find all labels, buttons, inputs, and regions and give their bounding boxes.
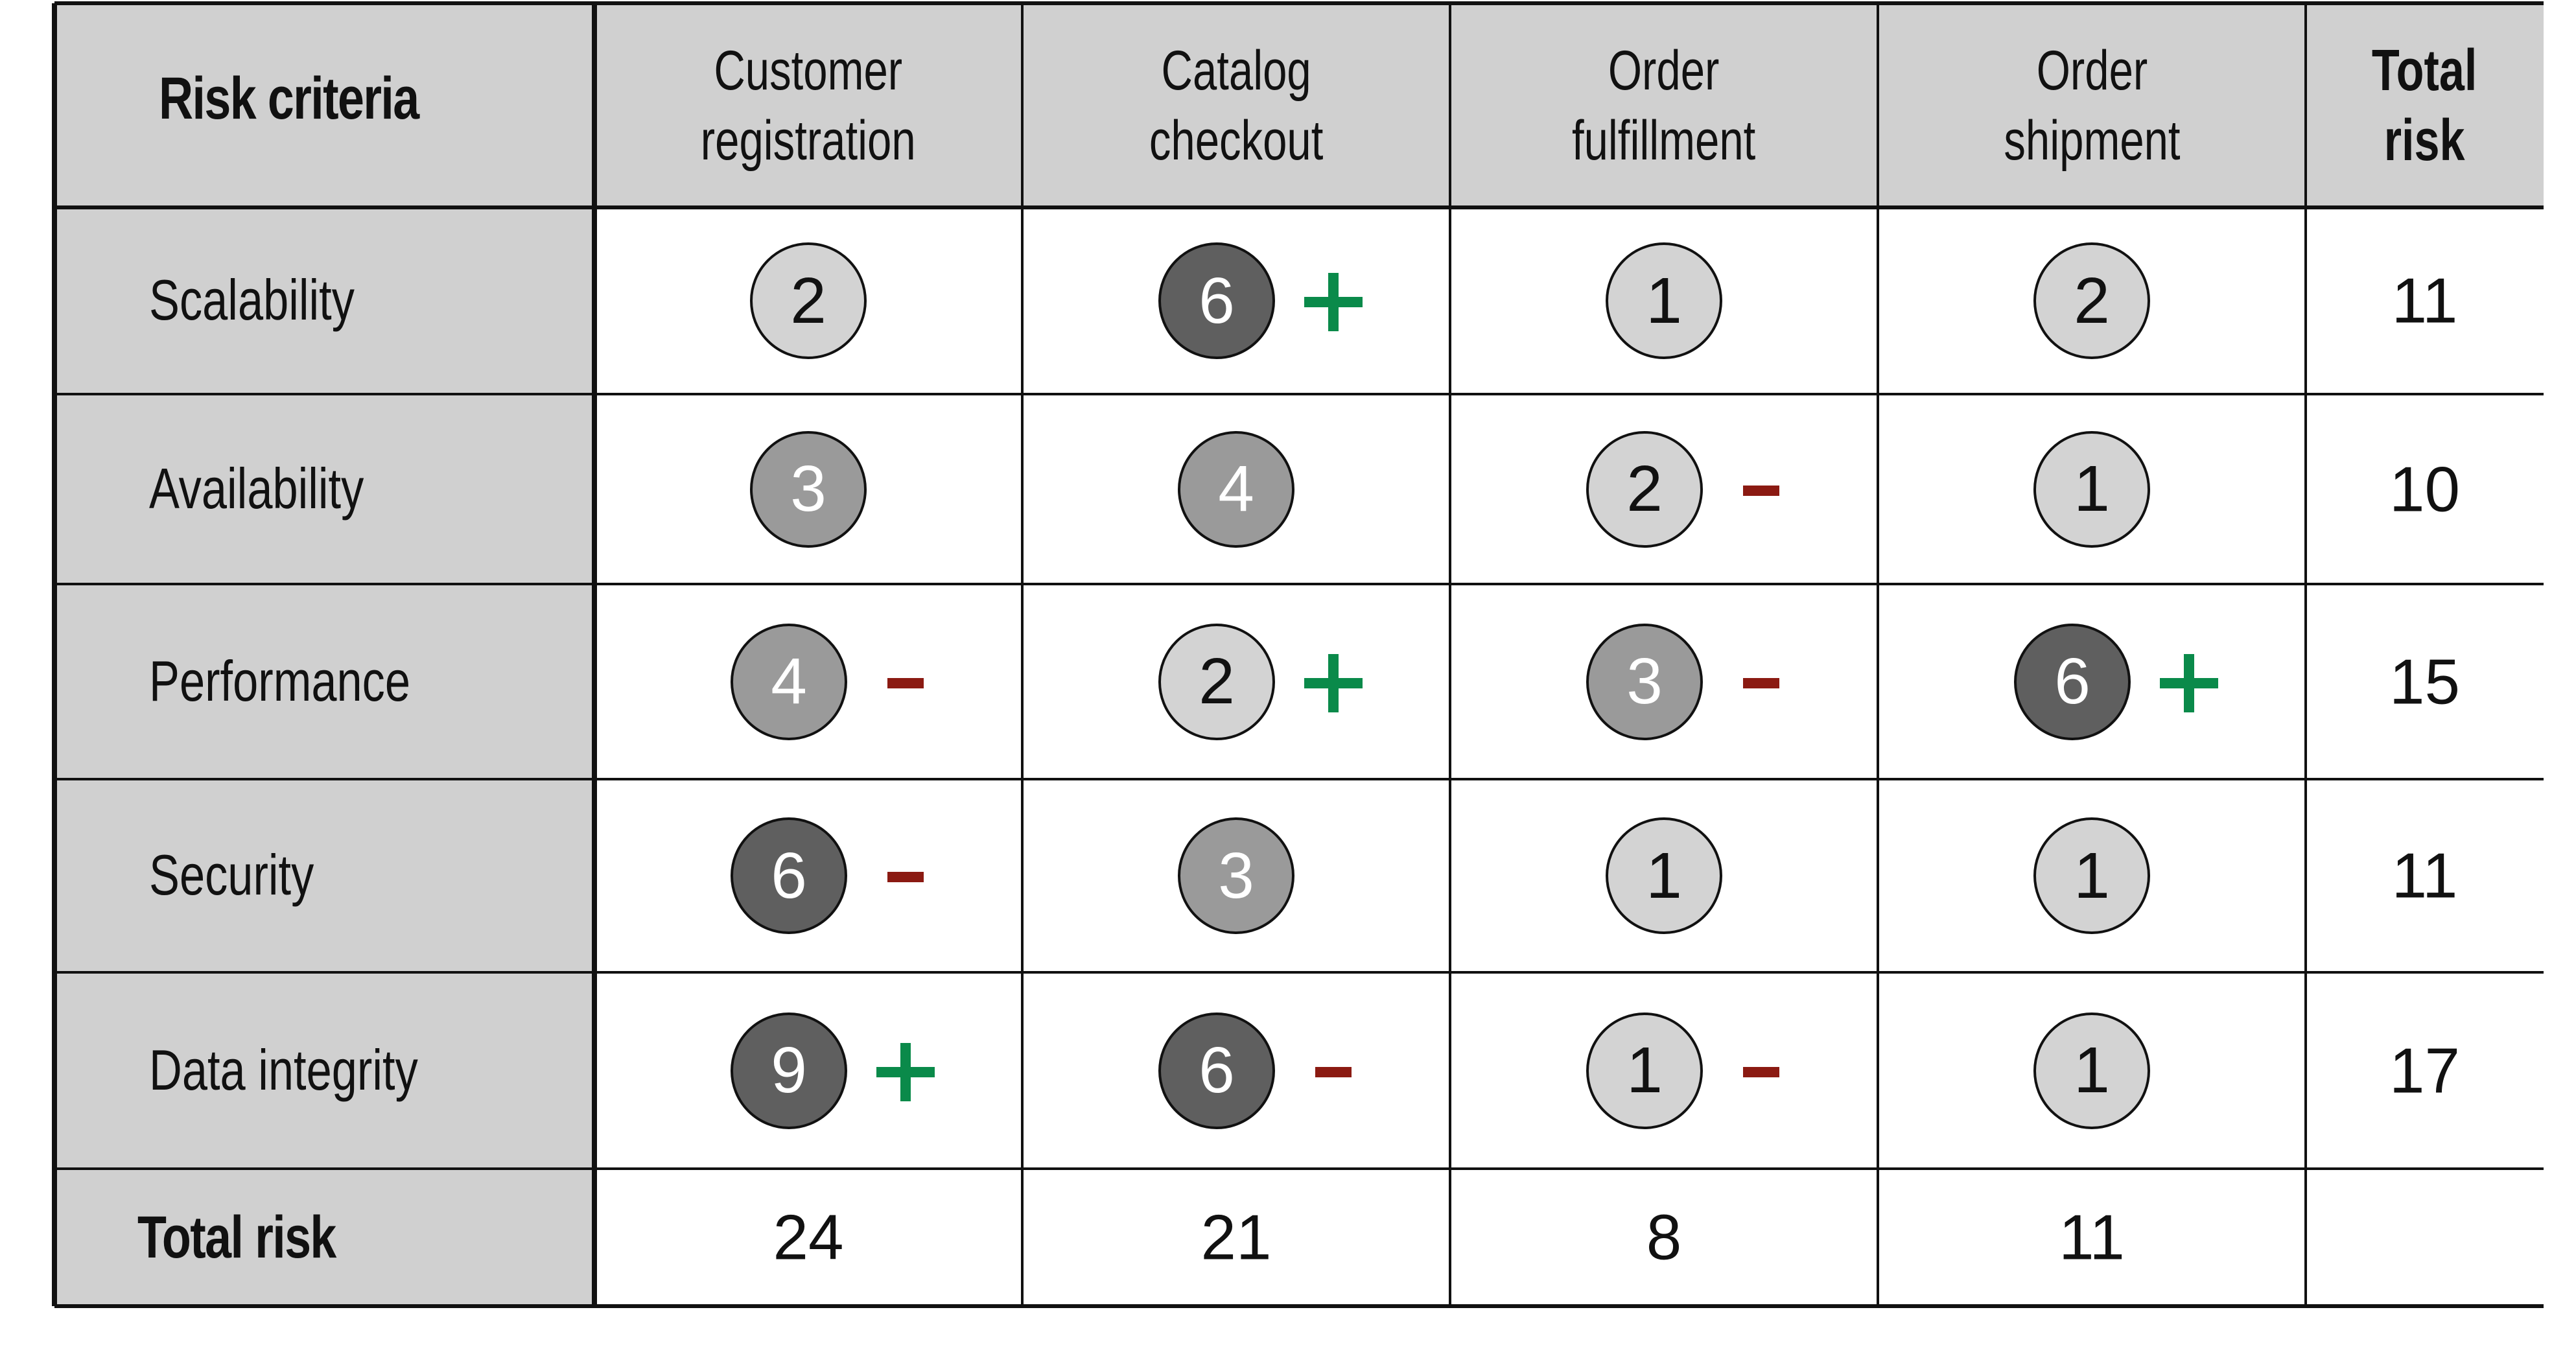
row-2-total: 10: [2389, 453, 2461, 524]
footer-column-3-total: 8: [1646, 1201, 1682, 1273]
risk-score-circle-r1-c4: 2: [2033, 242, 2150, 359]
header-column-3-line2: fulfillment: [1572, 109, 1756, 172]
row-divider-6: [54, 1167, 2544, 1170]
row-5-criterion: Data integrity: [149, 1037, 418, 1102]
risk-score-circle-r1-c3: 1: [1606, 242, 1722, 359]
header-total-line1: Total: [2372, 38, 2477, 103]
header-column-1: Customer registration: [594, 3, 1022, 207]
risk-score-circle-r4-c2: 3: [1178, 817, 1294, 934]
plus-icon-r3-c2: [1304, 653, 1363, 712]
footer-column-4-total: 11: [2059, 1201, 2125, 1273]
row-divider-2: [54, 393, 2544, 395]
row-3-total: 15: [2389, 646, 2461, 717]
column-divider-3: [1449, 3, 1451, 1306]
risk-score-circle-r4-c4: 1: [2033, 817, 2150, 934]
column-divider-5: [2304, 3, 2307, 1306]
header-column-4-line2: shipment: [2003, 109, 2181, 172]
header-column-4: Order shipment: [1878, 3, 2306, 207]
risk-score-circle-r4-c3: 1: [1606, 817, 1722, 934]
row-divider-3: [54, 583, 2544, 585]
row-divider-4: [54, 778, 2544, 780]
row-1-criterion: Scalability: [149, 268, 355, 332]
risk-score-circle-r3-c3: 3: [1586, 623, 1703, 740]
header-column-4-line1: Order: [2036, 39, 2148, 102]
minus-icon-r4-c1: [887, 872, 924, 882]
column-divider-2: [1021, 3, 1024, 1306]
risk-score-circle-r5-c1: 9: [731, 1012, 847, 1129]
plus-icon-r5-c1: [876, 1042, 935, 1101]
minus-icon-r3-c3: [1743, 677, 1779, 688]
header-column-1-line2: registration: [701, 109, 916, 172]
row-4-criterion: Security: [149, 843, 314, 907]
risk-score-circle-r5-c2: 6: [1158, 1012, 1275, 1129]
footer-total-risk-label: Total risk: [137, 1204, 336, 1270]
row-5-total: 17: [2389, 1035, 2461, 1106]
minus-icon-r2-c3: [1743, 485, 1779, 496]
plus-icon-r3-c4: [2160, 653, 2218, 712]
column-divider-4: [1877, 3, 1879, 1306]
risk-score-circle-r2-c1: 3: [750, 430, 867, 548]
header-column-3: Order fulfillment: [1450, 3, 1878, 207]
risk-score-circle-r5-c4: 1: [2033, 1012, 2150, 1129]
minus-icon-r5-c2: [1315, 1066, 1352, 1077]
header-column-1-line1: Customer: [714, 39, 903, 102]
header-column-3-line1: Order: [1608, 39, 1720, 102]
risk-score-circle-r5-c3: 1: [1586, 1012, 1703, 1129]
risk-score-circle-r3-c4: 6: [2014, 623, 2131, 740]
risk-score-circle-r2-c2: 4: [1178, 430, 1294, 548]
criteria-column-background: [54, 3, 594, 1306]
row-divider-1: [54, 205, 2544, 209]
risk-score-circle-r3-c1: 4: [731, 623, 847, 740]
row-2-criterion: Availability: [149, 456, 364, 521]
risk-score-circle-r1-c1: 2: [750, 242, 867, 359]
header-column-4-label: Order shipment: [2004, 36, 2180, 176]
footer-column-2-total: 21: [1200, 1201, 1272, 1273]
plus-icon-r1-c2: [1304, 273, 1363, 331]
row-divider-0: [54, 1, 2544, 5]
header-column-1-label: Customer registration: [701, 36, 916, 176]
risk-score-circle-r2-c3: 2: [1586, 430, 1703, 548]
header-column-3-label: Order fulfillment: [1572, 36, 1755, 176]
risk-score-circle-r1-c2: 6: [1158, 242, 1275, 359]
row-1-total: 11: [2391, 264, 2458, 336]
row-4-total: 11: [2391, 839, 2458, 911]
column-divider-1: [592, 3, 597, 1306]
row-3-criterion: Performance: [149, 648, 411, 713]
header-risk-criteria: Risk criteria: [159, 65, 419, 132]
risk-score-circle-r3-c2: 2: [1158, 623, 1275, 740]
footer-column-1-total: 24: [773, 1201, 844, 1273]
risk-score-circle-r4-c1: 6: [731, 817, 847, 934]
header-column-2-label: Catalog checkout: [1149, 36, 1323, 176]
header-total-line2: risk: [2384, 108, 2465, 173]
risk-score-circle-r2-c4: 1: [2033, 430, 2150, 548]
header-column-2-line2: checkout: [1149, 109, 1324, 172]
minus-icon-r5-c3: [1743, 1066, 1779, 1077]
header-column-2: Catalog checkout: [1022, 3, 1450, 207]
minus-icon-r3-c1: [887, 677, 924, 688]
header-column-2-line1: Catalog: [1161, 39, 1311, 102]
column-divider-0: [52, 3, 57, 1306]
row-divider-7: [54, 1304, 2544, 1308]
row-divider-5: [54, 971, 2544, 974]
